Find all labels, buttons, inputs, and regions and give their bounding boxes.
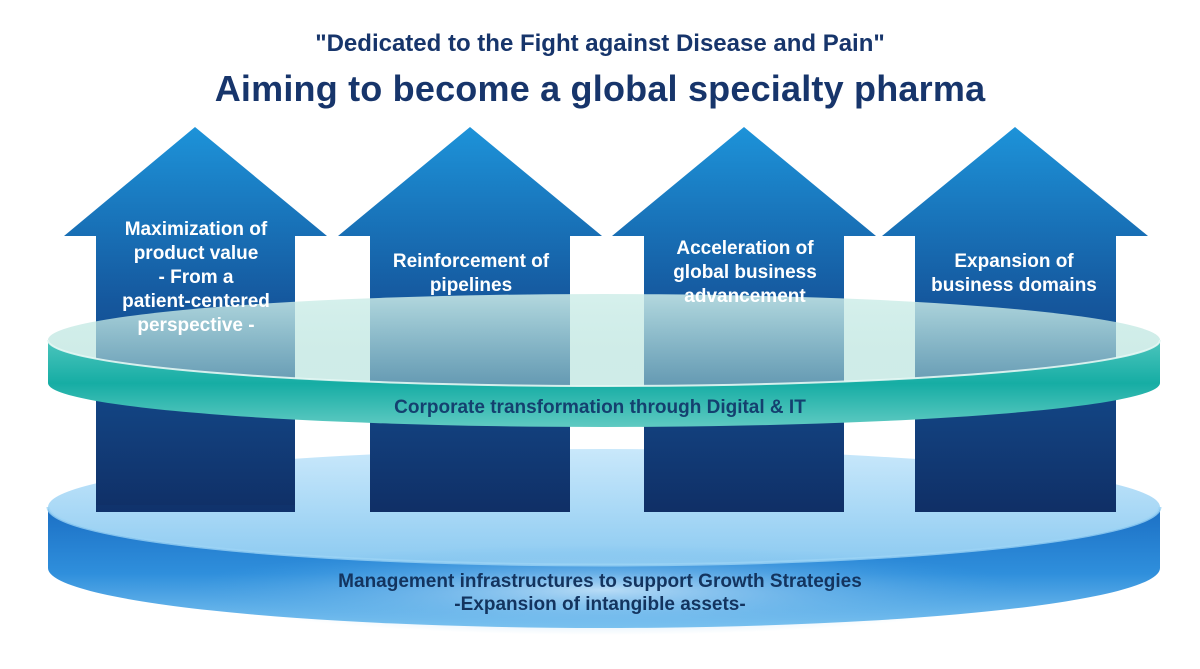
arrow-label-product-value: Maximization of product value - From a p… (122, 219, 270, 336)
arrow-label-business-domains: Expansion of business domains (931, 251, 1097, 296)
arrow-label-global-business: Acceleration of global business advancem… (673, 238, 817, 307)
page-title: Aiming to become a global specialty phar… (214, 68, 986, 109)
digital-band-disc (47, 294, 1161, 427)
motto-text: "Dedicated to the Fight against Disease … (315, 30, 885, 57)
arrow-label-pipelines: Reinforcement of pipelines (392, 251, 550, 296)
digital-band-label: Corporate transformation through Digital… (394, 397, 806, 418)
management-base-label: Management infrastructures to support Gr… (338, 571, 862, 615)
management-base-disc (48, 449, 1160, 635)
base-rim (46, 506, 1162, 567)
